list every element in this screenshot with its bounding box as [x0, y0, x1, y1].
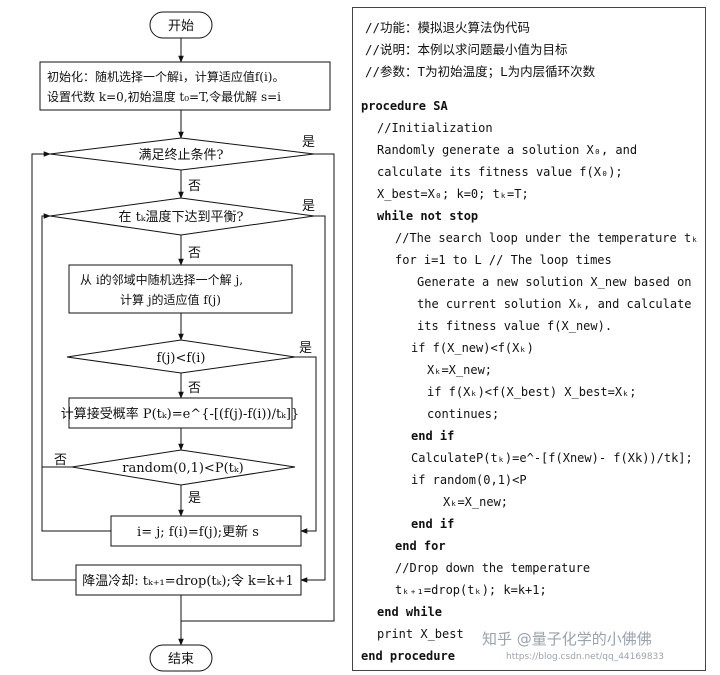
code-line: end if: [411, 429, 455, 443]
code-line: its fitness value f(X_new).: [417, 319, 613, 333]
better-yes-label: 是: [299, 341, 312, 356]
code-line: if f(X_new)<f(Xₖ): [411, 341, 534, 355]
code-line: Randomly generate a solution X₀, and: [377, 143, 638, 157]
random-no-label: 否: [54, 453, 67, 468]
better-diamond: [66, 339, 296, 374]
code-line: //Drop down the temperature: [395, 561, 591, 575]
equilibrium-yes-label: 是: [302, 199, 315, 214]
code-line: X_best=X₀; k=0; tₖ=T;: [377, 187, 529, 201]
code-line: if f(Xₖ)<f(X_best) X_best=Xₖ;: [427, 385, 637, 399]
start-terminal: [149, 11, 213, 39]
equilibrium-no-label: 否: [188, 246, 201, 261]
end-terminal: [149, 644, 213, 672]
code-line: //Initialization: [377, 121, 493, 135]
equilibrium-label: 在 tₖ温度下达到平衡?: [118, 209, 243, 225]
code-line: procedure SA: [361, 99, 448, 113]
init-text-1: 初始化：随机选择一个解i，计算适应值f(i)。: [47, 69, 284, 84]
random-yes-label: 是: [188, 491, 201, 506]
update-text: i= j; f(i)=f(j);更新 s: [137, 524, 259, 540]
code-line: Generate a new solution X_new based on: [417, 275, 692, 289]
header-description: //说明：本例以求问题最小值为目标: [365, 42, 568, 57]
code-line: end procedure: [361, 649, 455, 663]
neighbor-text-1: 从 i的邻域中随机选择一个解 j,: [80, 272, 243, 287]
random-label: random(0,1)<P(tₖ): [122, 461, 243, 476]
init-box: [39, 61, 331, 111]
accept-prob-box: [68, 397, 293, 429]
code-line: Xₖ=X_new;: [427, 363, 493, 377]
stop-yes-label: 是: [302, 135, 315, 150]
zhihu-watermark: 知乎 @量子化学的小佛佛: [482, 630, 652, 648]
stop-condition-label: 满足终止条件?: [139, 147, 224, 163]
update-box: [110, 515, 302, 547]
code-line: if random(0,1)<P: [411, 473, 527, 487]
code-line: continues;: [427, 407, 500, 421]
better-no-label: 否: [188, 381, 201, 396]
better-label: f(j)<f(i): [157, 351, 206, 366]
cooling-text: 降温冷却: tₖ₊₁=drop(tₖ);令 k=k+1: [82, 574, 294, 589]
random-diamond: [71, 449, 296, 486]
init-text-2: 设置代数 k=0,初始温度 t₀=T,令最优解 s=i: [47, 89, 281, 104]
code-line: end if: [411, 517, 455, 531]
code-line: Xₖ=X_new;: [443, 495, 509, 509]
csdn-watermark: https://blog.csdn.net/qq_44169833: [506, 652, 665, 662]
code-line: CalculateP(tₖ)=e^-[f(Xnew)- f(Xk))/tk];: [411, 451, 693, 465]
flowchart: 开始 初始化：随机选择一个解i，计算适应值f(i)。 设置代数 k=0,初始温度…: [31, 11, 335, 672]
header-params: //参数：T为初始温度；L为内层循环次数: [365, 64, 596, 79]
pseudocode-panel: //功能：模拟退火算法伪代码 //说明：本例以求问题最小值为目标 //参数：T为…: [352, 7, 706, 671]
end-label: 结束: [168, 652, 194, 667]
cooling-box: [75, 564, 302, 596]
equilibrium-diamond: [49, 197, 315, 236]
neighbor-box: [68, 264, 293, 314]
code-line: end while: [377, 605, 443, 619]
code-line: calculate its fitness value f(X₀);: [377, 165, 623, 179]
accept-prob-text: 计算接受概率 P(tₖ)=e^{-[(f(j)-f(i))/tₖ]}: [61, 406, 300, 422]
header-function: //功能：模拟退火算法伪代码: [365, 20, 531, 35]
code-line: print X_best: [377, 627, 464, 641]
code-line: end for: [395, 539, 446, 553]
code-line: for i=1 to L // The loop times: [395, 253, 612, 267]
start-label: 开始: [168, 19, 194, 34]
code-line: the current solution Xₖ, and calculate: [417, 297, 692, 311]
stop-no-label: 否: [188, 179, 201, 194]
neighbor-text-2: 计算 j的适应值 f(j): [120, 292, 221, 307]
stop-condition-diamond: [49, 137, 315, 171]
code-line: while not stop: [377, 209, 479, 223]
code-line: //The search loop under the temperature …: [395, 231, 699, 245]
code-line: tₖ₊₁=drop(tₖ); k=k+1;: [395, 583, 547, 597]
